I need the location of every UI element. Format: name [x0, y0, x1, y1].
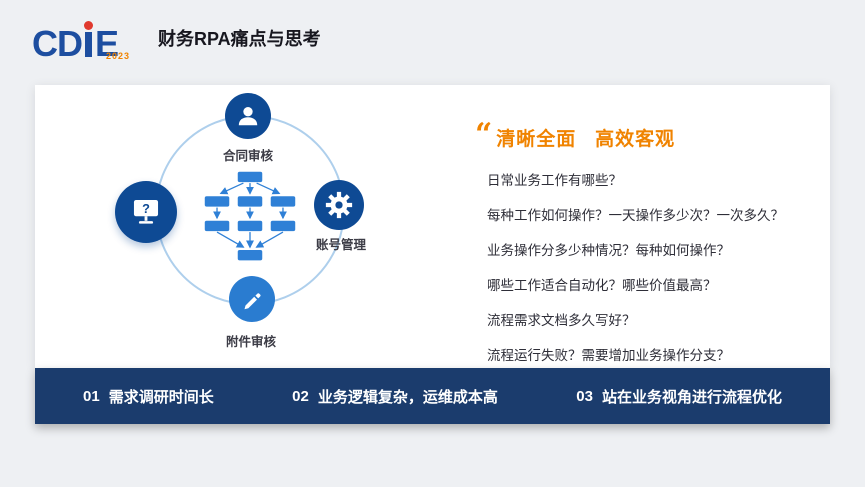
pain-points-bar: 01 需求调研时间长 02 业务逻辑复杂，运维成本高 03 站在业务视角进行流程…: [35, 368, 830, 424]
logo-letters-e: E: [95, 22, 119, 64]
question-item: 业务操作分多少种情况？每种如何操作？: [487, 243, 730, 258]
logo-red-dot: [84, 21, 93, 30]
logo-letter-i: [84, 21, 93, 57]
headline-row: “ 清晰全面 高效客观: [475, 117, 810, 152]
gear-icon: [325, 191, 353, 219]
node-label-attachment-review: 附件审核: [225, 335, 276, 349]
node-account-management: [314, 180, 364, 230]
node-label-account-management: 账号管理: [315, 238, 366, 252]
right-panel: “ 清晰全面 高效客观 日常业务工作有哪些？ 每种工作如何操作？一天操作多少次？…: [475, 117, 810, 379]
content-card: 合同审核 ?: [35, 85, 830, 368]
pain-point-1: 01 需求调研时间长: [83, 386, 214, 407]
pain-point-number: 02: [292, 387, 309, 405]
node-contract-review: [225, 93, 271, 139]
question-list: 日常业务工作有哪些？ 每种工作如何操作？一天操作多少次？一次多久？ 业务操作分多…: [475, 169, 810, 364]
rpa-process-diagram: 合同审核 ?: [35, 85, 415, 368]
pain-point-text: 需求调研时间长: [108, 388, 214, 406]
monitor-question-icon: ?: [133, 199, 159, 224]
question-item: 每种工作如何操作？一天操作多少次？一次多久？: [487, 208, 784, 223]
page-title: 财务RPA痛点与思考: [158, 29, 321, 49]
cdie-logo: CD E 2023: [32, 18, 132, 64]
node-attachment-review: [229, 276, 275, 322]
question-item: 日常业务工作有哪些？: [487, 173, 622, 188]
headline: 清晰全面 高效客观: [496, 129, 676, 150]
pain-point-text: 业务逻辑复杂，运维成本高: [317, 388, 498, 406]
question-item: 流程需求文档多久写好？: [487, 313, 636, 328]
question-item: 哪些工作适合自动化？哪些价值最高？: [487, 278, 717, 293]
header: CD E 2023 财务RPA痛点与思考: [32, 12, 321, 64]
node-question-monitor: ?: [115, 181, 177, 243]
pain-point-number: 03: [576, 387, 593, 405]
pain-point-number: 01: [83, 387, 100, 405]
pen-icon: [244, 293, 261, 310]
svg-text:?: ?: [142, 201, 150, 216]
question-item: 流程运行失败？需要增加业务操作分支？: [487, 348, 730, 363]
flowchart-graphic: [204, 171, 296, 261]
logo-year: 2023: [105, 51, 131, 61]
pain-point-2: 02 业务逻辑复杂，运维成本高: [292, 386, 498, 407]
node-label-contract-review: 合同审核: [222, 149, 273, 163]
pain-point-3: 03 站在业务视角进行流程优化: [576, 386, 782, 407]
person-icon: [238, 107, 258, 126]
pain-point-text: 站在业务视角进行流程优化: [601, 388, 782, 406]
quote-mark: “: [475, 117, 493, 152]
logo-letters-cd: CD: [32, 22, 83, 64]
